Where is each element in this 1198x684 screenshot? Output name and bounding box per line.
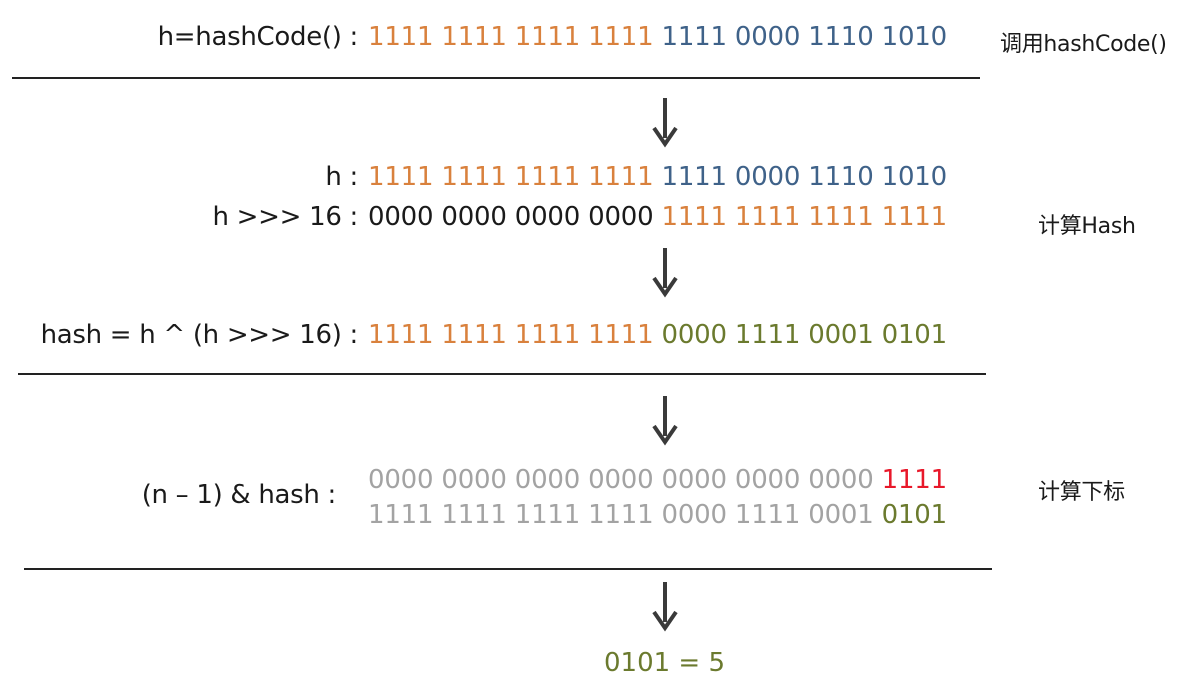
bit-group: 1110: [808, 162, 874, 192]
bit-group: 0000: [514, 202, 581, 232]
bit-group: 1111: [514, 22, 581, 52]
bit-group: 1111: [661, 202, 728, 232]
bit-group: 1111: [368, 320, 434, 350]
bit-group: 0000: [734, 162, 801, 192]
bit-group: 1111: [881, 202, 948, 232]
bit-group: 1111: [588, 22, 654, 52]
bit-group: 1111: [661, 22, 728, 52]
bit-group: 1111: [734, 202, 801, 232]
bit-group: 1111: [441, 162, 507, 192]
bit-group: 1111: [514, 500, 581, 530]
divider-3: [24, 568, 992, 570]
bit-group: 1111: [368, 162, 434, 192]
bit-group: 0000: [368, 465, 434, 495]
bit-group: 1110: [808, 22, 874, 52]
bit-group: 0000: [734, 22, 801, 52]
bit-group: 1111: [588, 162, 654, 192]
bit-group: 0000: [514, 465, 581, 495]
bit-group: 1111: [441, 22, 507, 52]
arrow-down-icon: [652, 248, 678, 298]
bit-group: 0101: [881, 320, 948, 350]
bit-group: 1111: [514, 162, 581, 192]
bit-group: 1111: [734, 320, 801, 350]
bit-group: 0000: [661, 465, 728, 495]
hash-xor-label: hash = h ^ (h >>> 16) :: [40, 320, 359, 350]
bit-group: 1111: [661, 162, 728, 192]
bit-group: 1111: [588, 320, 654, 350]
h-label: h :: [325, 162, 358, 192]
bit-group: 0000: [368, 202, 434, 232]
bit-group: 1111: [368, 22, 434, 52]
bit-group: 1111: [368, 500, 434, 530]
bit-group: 0000: [441, 202, 507, 232]
bit-group: 0000: [808, 465, 874, 495]
bit-group: 1111: [514, 320, 581, 350]
note-compute-hash: 计算Hash: [1038, 214, 1136, 239]
note-call-hashcode: 调用hashCode(): [1000, 32, 1167, 57]
bit-group: 0000: [734, 465, 801, 495]
divider-2: [18, 373, 986, 375]
bit-group: 1111: [881, 465, 948, 495]
bit-group: 0000: [588, 202, 654, 232]
bit-group: 0000: [441, 465, 507, 495]
arrow-down-icon: [652, 98, 678, 148]
bit-group: 1010: [881, 162, 948, 192]
bit-group: 0000: [661, 500, 728, 530]
bit-group: 0000: [661, 320, 728, 350]
bit-group: 1111: [441, 320, 507, 350]
arrow-down-icon: [652, 582, 678, 632]
bit-group: 0000: [588, 465, 654, 495]
index-label: (n – 1) & hash :: [141, 480, 337, 510]
bit-group: 1111: [734, 500, 801, 530]
bit-group: 1010: [881, 22, 948, 52]
bit-group: 1111: [808, 202, 874, 232]
shift-label: h >>> 16 :: [212, 202, 359, 232]
bit-group: 0001: [808, 320, 874, 350]
index-result: 0101 = 5: [604, 648, 726, 678]
bit-group: 1111: [588, 500, 654, 530]
bit-group: 1111: [441, 500, 507, 530]
divider-1: [12, 77, 980, 79]
hashcode-label: h=hashCode() :: [157, 22, 359, 52]
bit-group: 0101: [881, 500, 948, 530]
arrow-down-icon: [652, 396, 678, 446]
note-compute-index: 计算下标: [1038, 480, 1125, 505]
bit-group: 0001: [808, 500, 874, 530]
